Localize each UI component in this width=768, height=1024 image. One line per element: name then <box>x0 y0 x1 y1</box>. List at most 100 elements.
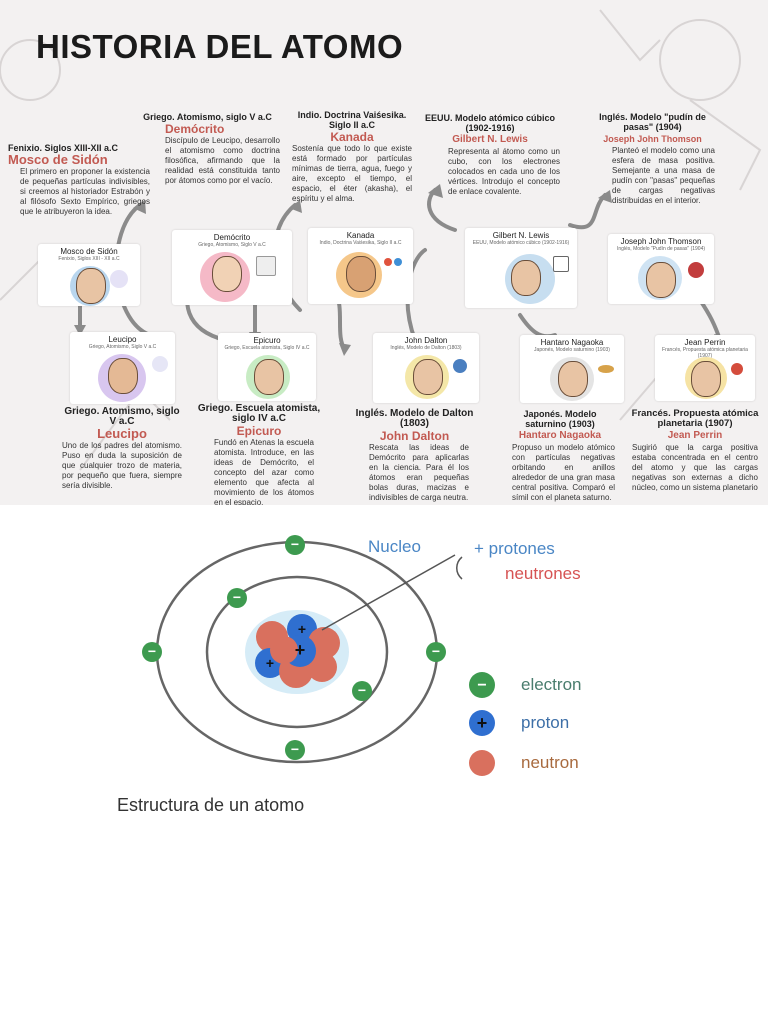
ball-icon <box>453 359 467 373</box>
label-brace <box>456 556 463 580</box>
entry-nagaoka: Japonés. Modelo saturnino (1903) Hantaro… <box>505 409 615 503</box>
card-kanada: Kanada Indio, Doctrina Vaiśesika, Siglo … <box>308 228 413 304</box>
card-name: John Dalton <box>404 336 448 345</box>
entry-text: Propuso un modelo atómico con partículas… <box>512 443 615 502</box>
card-subtitle: Indio, Doctrina Vaiśesika, Siglo II a.C <box>319 240 402 246</box>
entry-name: John Dalton <box>379 429 450 443</box>
card-subtitle: Inglés, Modelo "Pudín de pasas" (1904) <box>616 246 706 252</box>
card-subtitle: Griego, Atomismo, Siglo V a.C <box>88 344 157 350</box>
card-perrin: Jean Perrin Francés, Propuesta atómica p… <box>655 335 755 401</box>
entry-header: Fenixio. Siglos XIII-XII a.C <box>8 143 119 153</box>
entry-name: Hantaro Nagaoka <box>518 430 602 441</box>
entry-text: Discípulo de Leucipo, desarrollo el atom… <box>165 136 280 185</box>
svg-text:−: − <box>477 677 486 694</box>
entry-leucipo: Griego. Atomismo, siglo V a.C Leucipo Un… <box>62 407 182 491</box>
nucleus: + + + <box>255 614 340 688</box>
entry-header: Inglés. Modelo "pudín de pasas" (1904) <box>599 112 706 132</box>
card-lewis: Gilbert N. Lewis EEUU, Modelo atómico cú… <box>465 228 577 308</box>
legend-proton-icon <box>469 710 495 736</box>
card-name: Jean Perrin <box>684 338 726 347</box>
svg-text:+: + <box>295 640 306 660</box>
entry-perrin: Francés. Propuesta atómica planetaria (1… <box>622 409 768 493</box>
entry-header: Griego. Atomismo, siglo V a.C <box>143 112 272 122</box>
entry-name: Jean Perrin <box>667 430 723 441</box>
portrait-head <box>254 359 284 395</box>
nucleus-label: Nucleo <box>368 537 421 556</box>
svg-text:+: + <box>266 655 274 671</box>
portrait-head <box>691 361 721 397</box>
svg-text:−: − <box>432 643 440 659</box>
fire-icon <box>384 258 392 266</box>
portrait-head <box>558 361 588 397</box>
cube-icon <box>553 256 569 272</box>
entry-text: Representa al átomo como un cubo, con lo… <box>448 147 560 196</box>
svg-text:+: + <box>298 621 306 637</box>
portrait-head <box>212 256 242 292</box>
portrait-head <box>346 256 376 292</box>
svg-text:−: − <box>233 589 241 605</box>
portrait-head <box>108 358 138 394</box>
entry-name: Kanada <box>330 130 374 144</box>
portrait-head <box>511 260 541 296</box>
entry-header: Griego. Atomismo, siglo V a.C <box>64 406 180 427</box>
molecule-icon <box>152 356 168 372</box>
water-icon <box>394 258 402 266</box>
card-democrito: Demócrito Griego, Atomismo, Siglo V a.C <box>172 230 292 305</box>
legend-neutron-icon <box>469 750 495 776</box>
entry-name: Gilbert N. Lewis <box>452 134 528 145</box>
entry-mosco: Fenixio. Siglos XIII-XII a.C Mosco de Si… <box>8 143 150 217</box>
legend-neutron-label: neutron <box>521 753 579 772</box>
entry-lewis: EEUU. Modelo atómico cúbico (1902-1916) … <box>420 113 560 197</box>
svg-text:−: − <box>148 643 156 659</box>
page-title: HISTORIA DEL ATOMO <box>36 28 404 65</box>
card-subtitle: Inglés, Modelo de Dalton (1803) <box>390 345 462 351</box>
card-thomson: Joseph John Thomson Inglés, Modelo "Pudí… <box>608 234 714 304</box>
card-name: Epicuro <box>253 336 281 345</box>
svg-text:−: − <box>291 536 299 552</box>
atom-diagram: + + + −−− −−− − + Nucleo + protones neut… <box>0 505 768 835</box>
card-name: Mosco de Sidón <box>60 247 118 256</box>
electrons: −−− −−− <box>142 535 446 760</box>
card-subtitle: Fenixio, Siglos XIII - XII a.C <box>58 256 120 262</box>
card-subtitle: Griego, Atomismo, Siglo V a.C <box>198 242 266 248</box>
timeline-panel: HISTORIA DEL ATOMO Fenixio. Siglos XIII-… <box>0 0 768 505</box>
legend-proton-label: proton <box>521 713 570 732</box>
entry-democrito: Griego. Atomismo, siglo V a.C Demócrito … <box>135 112 280 186</box>
nucleus-pointer <box>321 554 456 631</box>
entry-dalton: Inglés. Modelo de Dalton (1803) John Dal… <box>342 409 487 503</box>
pudding-icon <box>688 262 704 278</box>
inner-orbit <box>205 575 389 729</box>
card-leucipo: Leucipo Griego, Atomismo, Siglo V a.C <box>70 332 175 404</box>
cube-icon <box>256 256 276 276</box>
card-subtitle: Griego, Escuela atomista, Siglo IV a.C <box>224 345 310 351</box>
card-name: Gilbert N. Lewis <box>492 231 550 240</box>
legend-electron-label: electron <box>521 675 582 694</box>
entry-header: Griego. Escuela atomista, siglo IV a.C <box>197 403 321 424</box>
card-name: Hantaro Nagaoka <box>540 338 604 347</box>
entry-header: Inglés. Modelo de Dalton (1803) <box>355 408 474 429</box>
atom-icon <box>110 270 128 288</box>
legend-electron-icon <box>469 672 495 698</box>
atom-svg: + + + −−− −−− − + <box>142 535 495 776</box>
card-subtitle: EEUU, Modelo atómico cúbico (1902-1916) <box>472 240 570 246</box>
entry-name: Leucipo <box>97 426 147 441</box>
card-nagaoka: Hantaro Nagaoka Japonés, Modelo saturnin… <box>520 335 624 403</box>
entry-text: Rescata las ideas de Demócrito para apli… <box>369 443 469 502</box>
card-name: Demócrito <box>213 233 251 242</box>
entry-kanada: Indio. Doctrina Vaiśesika. Siglo II a.C … <box>292 110 412 204</box>
entry-text: Fundó en Atenas la escuela atomista. Int… <box>214 438 314 505</box>
entry-thomson: Inglés. Modelo "pudín de pasas" (1904) J… <box>590 112 715 206</box>
planet-icon <box>731 363 743 375</box>
entry-name: Mosco de Sidón <box>8 152 108 167</box>
entry-text: Planteó el modelo como una esfera de mas… <box>612 146 715 205</box>
saturn-icon <box>598 365 614 373</box>
entry-epicuro: Griego. Escuela atomista, siglo IV a.C E… <box>188 403 330 506</box>
entry-name: Demócrito <box>165 122 225 136</box>
card-subtitle: Japonés, Modelo saturnino (1903) <box>534 347 610 353</box>
entry-text: El primero en proponer la existencia de … <box>20 167 150 216</box>
card-name: Leucipo <box>108 335 137 344</box>
entry-text: Uno de los padres del atomismo. Puso en … <box>62 441 182 490</box>
entry-header: EEUU. Modelo atómico cúbico (1902-1916) <box>424 113 555 133</box>
protones-label: + protones <box>474 539 555 558</box>
entry-header: Francés. Propuesta atómica planetaria (1… <box>631 408 759 429</box>
